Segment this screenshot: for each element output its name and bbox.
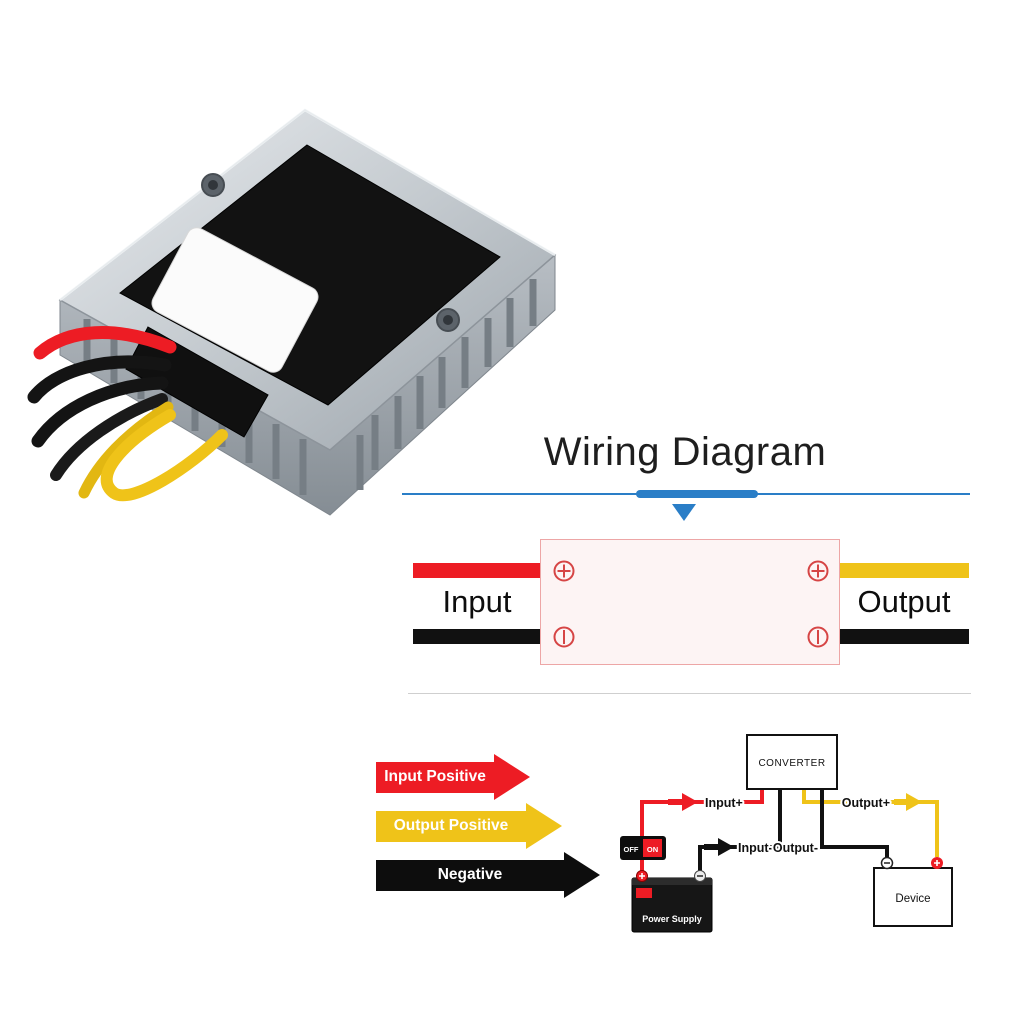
- schematic-black-wire: [820, 789, 889, 858]
- legend-output-positive-arrow: Output Positive: [376, 803, 600, 849]
- input-positive-wire: [413, 563, 541, 578]
- input-plus-direction-arrow-icon: [668, 793, 698, 811]
- wires: [27, 326, 228, 502]
- switch-on-label: ON: [647, 845, 658, 854]
- down-arrow-icon: [672, 504, 696, 521]
- input-minus-label: Input-: [738, 841, 773, 855]
- legend-input-positive-label: Input Positive: [376, 761, 494, 793]
- output-plus-label: Output+: [842, 796, 890, 810]
- arrow-head-icon: [564, 852, 600, 898]
- page-title: Wiring Diagram: [543, 430, 827, 474]
- input-minus-direction-arrow-icon: [704, 838, 734, 856]
- power-supply-label: Power Supply: [642, 914, 702, 924]
- power-supply: Power Supply: [631, 870, 713, 933]
- yellow-wire: [100, 409, 228, 502]
- schematic-yellow-wire: [802, 789, 939, 857]
- terminal-input-positive-icon: [553, 560, 575, 582]
- converter-label: CONVERTER: [758, 758, 825, 769]
- output-minus-label: Output-: [773, 841, 818, 855]
- terminal-output-negative-icon: [807, 626, 829, 648]
- yellow-wire: [78, 401, 174, 499]
- edge-highlight: [59, 108, 556, 301]
- output-label: Output: [857, 584, 951, 619]
- input-label: Input: [442, 584, 512, 619]
- switch-off-label: OFF: [624, 845, 639, 854]
- device: Device: [873, 856, 953, 927]
- wire-connector: [125, 326, 269, 438]
- black-wire: [50, 393, 168, 481]
- output-positive-wire: [839, 563, 969, 578]
- device-label: Device: [895, 893, 930, 905]
- schematic-black-wire: [698, 789, 782, 871]
- converter-diagram-box: [540, 539, 840, 665]
- connection-schematic: CONVERTER Input+ Output+ Input- Output- …: [620, 734, 953, 933]
- mounting-hole: [436, 308, 460, 332]
- black-wire: [27, 355, 172, 404]
- red-wire: [33, 326, 177, 360]
- input-plus-label: Input+: [705, 796, 743, 810]
- legend-negative-label: Negative: [376, 859, 564, 891]
- arrow-head-icon: [494, 754, 530, 800]
- legend: Input Positive Output Positive Negative: [376, 754, 600, 901]
- output-negative-wire: [839, 629, 969, 644]
- legend-output-positive-label: Output Positive: [376, 810, 526, 842]
- legend-input-positive-arrow: Input Positive: [376, 754, 600, 800]
- black-wire: [31, 376, 169, 448]
- terminal-input-negative-icon: [553, 626, 575, 648]
- section-divider: [408, 693, 971, 694]
- schematic-converter-box: [746, 734, 838, 790]
- label-sticker: [151, 227, 319, 373]
- converter-product-photo: [27, 108, 557, 516]
- mounting-hole: [201, 173, 225, 197]
- legend-negative-arrow: Negative: [376, 852, 600, 898]
- terminal-output-positive-icon: [807, 560, 829, 582]
- power-switch: OFF ON: [620, 836, 666, 860]
- title-underline-accent: [636, 490, 758, 498]
- input-negative-wire: [413, 629, 541, 644]
- arrow-head-icon: [526, 803, 562, 849]
- schematic-red-wire: [640, 789, 764, 838]
- output-plus-direction-arrow-icon: [894, 793, 922, 811]
